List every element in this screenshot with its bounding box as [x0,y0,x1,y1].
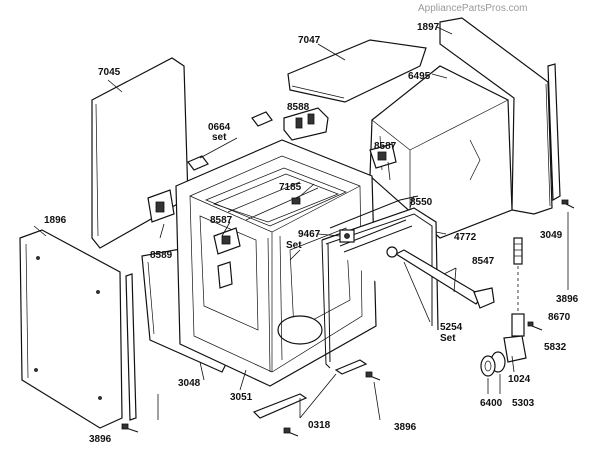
label-3896-right: 3896 [556,294,579,305]
label-3896-left: 3896 [89,434,112,445]
label-0318: 0318 [308,420,331,431]
label-1024: 1024 [508,374,531,385]
part-1896-front-panel[interactable] [19,225,123,429]
label-8587-upper: 8587 [374,141,397,152]
part-side-trim-strip[interactable] [547,63,561,202]
label-8670: 8670 [548,312,571,323]
part-8589-fitting[interactable] [147,189,175,223]
label-3048: 3048 [178,378,201,389]
label-0664-set: set [212,132,227,143]
leader-lines [159,137,515,421]
label-7047: 7047 [298,35,321,46]
label-8589: 8589 [150,250,173,261]
part-7185-screw[interactable] [291,197,301,205]
part-1024-valve[interactable] [503,335,527,363]
label-6495: 6495 [408,71,431,82]
part-7045-side-panel[interactable] [91,57,189,249]
label-3896-bottom: 3896 [394,422,417,433]
label-5303: 5303 [512,398,535,409]
label-8588: 8588 [287,102,310,113]
part-0318-base-rail[interactable] [252,359,368,419]
label-3051: 3051 [230,392,253,403]
label-6400: 6400 [480,398,503,409]
part-3896-screw-left[interactable] [121,423,139,433]
part-3049-screw[interactable] [561,199,575,209]
part-1897-side-panel[interactable] [436,17,553,215]
label-3049: 3049 [540,230,563,241]
part-8547-tube[interactable] [386,246,495,309]
label-8547: 8547 [472,256,495,267]
part-5832-screw[interactable] [527,321,543,331]
part-main-tub[interactable] [175,139,377,387]
part-8588-fitting[interactable] [283,107,329,141]
label-7045: 7045 [98,67,121,78]
part-8587-upper-fitting[interactable] [369,143,397,169]
part-3896-screw-mid[interactable] [365,371,381,381]
part-5832-connector[interactable] [511,313,525,337]
part-front-trim-strip[interactable] [125,273,137,421]
part-8587-lower-fitting[interactable] [213,227,241,289]
label-5254: 5254 [440,322,463,333]
label-4772: 4772 [454,232,477,243]
label-1897: 1897 [417,22,440,33]
part-6495-rear-box[interactable] [369,65,513,240]
part-7047-top-panel[interactable] [287,39,427,103]
part-9467-bracket[interactable] [339,229,355,243]
label-8587-lower: 8587 [210,215,233,226]
label-9467: 9467 [298,229,321,240]
label-7185: 7185 [279,182,302,193]
label-0664: 0664 [208,122,231,133]
label-set-9467: Set [286,240,302,251]
label-1896: 1896 [44,215,67,226]
label-5254-set: Set [440,333,456,344]
part-8550-spring[interactable] [329,195,419,229]
label-8550: 8550 [410,197,433,208]
watermark: AppliancePartsPros.com [418,3,528,14]
part-6400-washer[interactable] [480,355,496,377]
part-8670-screw[interactable] [513,237,523,265]
part-3896-screw-bottom[interactable] [283,427,299,437]
part-0664-clips[interactable] [187,111,273,171]
label-5832: 5832 [544,342,567,353]
